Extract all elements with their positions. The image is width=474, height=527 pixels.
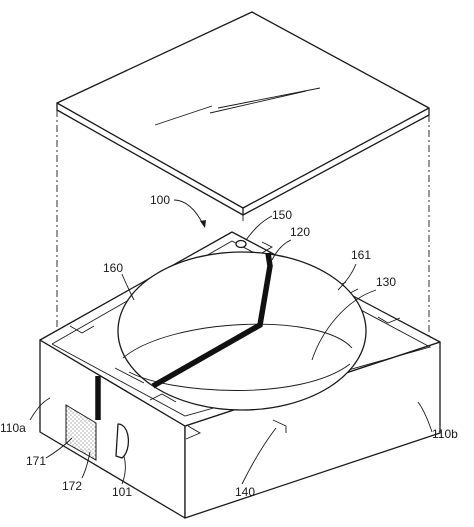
label-130: 130 [376, 275, 396, 289]
label-120: 120 [290, 225, 310, 239]
glare-line [154, 105, 213, 126]
label-patch-171 [65, 404, 97, 461]
label-171: 171 [26, 454, 46, 468]
label-110a: 110a [0, 421, 26, 435]
label-160: 160 [103, 261, 123, 275]
leader-110b [417, 401, 433, 433]
label-110b: 110b [432, 427, 458, 441]
conductive-trace [151, 252, 273, 389]
reference-labels: 100 150 120 160 161 130 110a 110b 171 17… [0, 193, 458, 499]
leader-101 [121, 455, 126, 485]
leader-172 [81, 451, 91, 479]
arrowhead-100 [200, 220, 206, 228]
leader-161 [337, 263, 357, 291]
leader-171 [45, 437, 73, 459]
leader-140 [241, 427, 277, 485]
contact-101 [115, 423, 129, 459]
label-150: 150 [272, 208, 292, 222]
hole-150 [235, 239, 247, 249]
leader-120 [271, 239, 292, 261]
label-140: 140 [235, 485, 255, 499]
housing [39, 231, 441, 519]
label-100: 100 [150, 193, 170, 207]
cover-plate [56, 11, 430, 216]
glare-line [217, 87, 321, 109]
leader-150 [245, 215, 273, 241]
label-101: 101 [112, 485, 132, 499]
leader-160 [121, 273, 135, 301]
leader-130 [311, 289, 377, 361]
glare-line [209, 90, 307, 114]
leader-100 [173, 199, 205, 227]
leader-110a [29, 397, 51, 421]
label-161: 161 [351, 248, 371, 262]
label-172: 172 [62, 479, 82, 493]
